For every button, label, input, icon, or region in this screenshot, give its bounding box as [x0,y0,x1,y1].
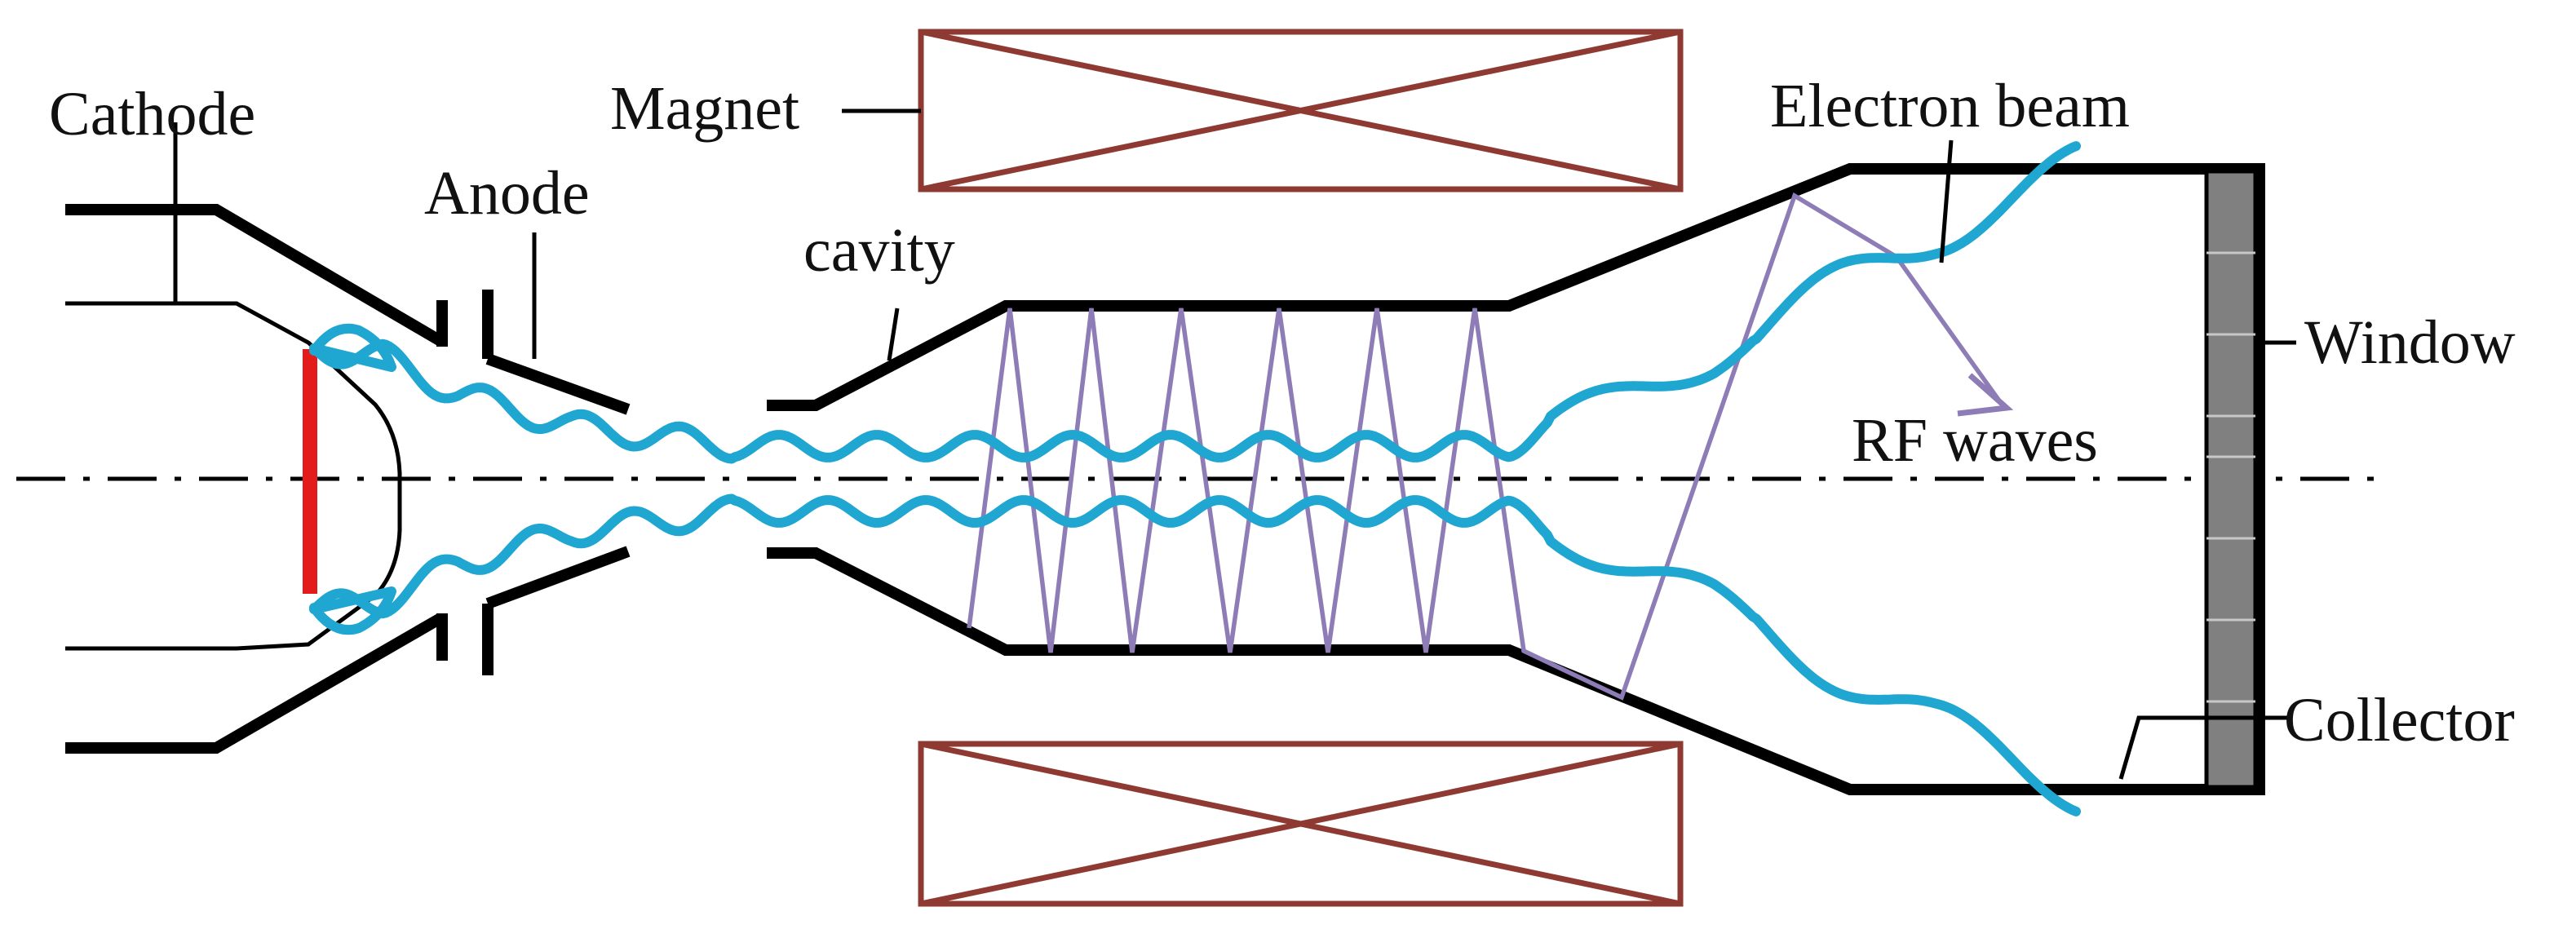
label-window: Window [2304,308,2516,377]
label-anode: Anode [424,159,590,228]
cathode-housing-top [65,204,444,347]
magnet-bottom [918,741,1684,907]
label-rf-waves: RF waves [1852,406,2098,475]
collector-leader [2118,715,2292,780]
window-gridlines [2206,251,2255,703]
electron-beam-lower [309,493,2081,816]
cathode-housing-bottom [65,613,444,754]
anode [436,290,631,675]
electron-beam-leader [1939,139,1954,263]
rf-wave-arrowhead [1957,373,2014,417]
label-magnet: Magnet [610,74,799,143]
label-collector: Collector [2284,686,2515,754]
label-cathode: Cathode [49,80,255,148]
label-cavity: cavity [803,216,955,285]
magnet-top [918,29,1684,192]
label-electron-beam: Electron beam [1770,72,2130,140]
tube-wall [767,163,2265,795]
window [2204,169,2258,790]
rf-wave-zigzag [967,192,2005,701]
cavity-leader [887,308,900,361]
electron-beam-upper [309,141,2081,464]
